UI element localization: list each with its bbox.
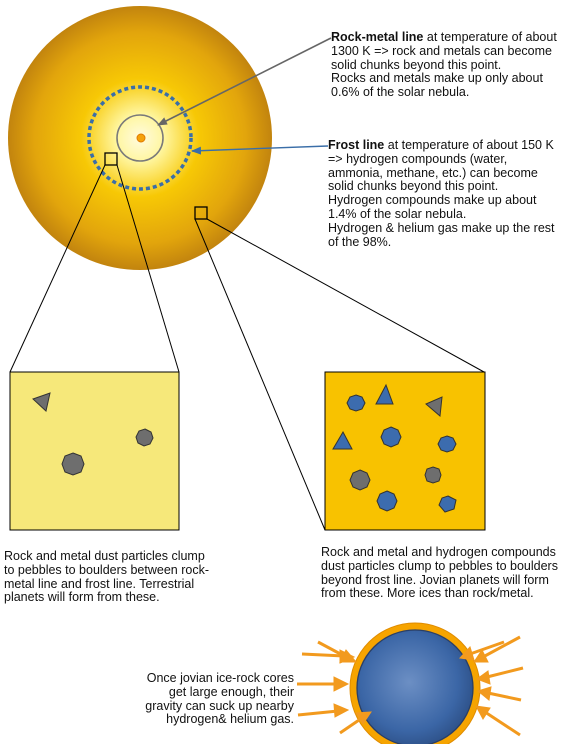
frost-line-heading: Frost line xyxy=(328,138,385,152)
inner-zoom-line xyxy=(9,164,106,373)
gas-arrow-icon xyxy=(473,635,521,663)
sun xyxy=(136,133,146,143)
outer-sample-square xyxy=(194,206,208,220)
terrestrial-zone-caption: Rock and metal dust particles clump to p… xyxy=(4,549,209,605)
frost-line-ring xyxy=(87,85,193,191)
rock-particle xyxy=(425,396,443,417)
outer-zoom-line xyxy=(206,218,485,373)
gas-arrow-icon xyxy=(339,711,372,735)
jovian-zone-caption: Rock and metal and hydrogen compounds du… xyxy=(321,545,558,601)
terrestrial-zone-panel xyxy=(9,371,180,531)
gas-accretion-caption: Once jovian ice-rock cores get large eno… xyxy=(145,671,294,727)
rock-particle xyxy=(61,452,85,476)
ice-particle xyxy=(376,490,398,512)
rock-metal-pointer-arrow xyxy=(157,37,332,126)
gas-arrow-icon xyxy=(458,640,505,661)
rock-metal-line-note: Rock-metal line at temperature of about … xyxy=(331,30,561,100)
gas-arrows xyxy=(297,635,524,737)
gas-arrow-icon xyxy=(476,686,522,702)
frost-line-note: Frost line at temperature of about 150 K… xyxy=(328,138,561,249)
ice-particle xyxy=(346,394,366,412)
rock-particle xyxy=(349,469,371,491)
inner-zoom-line xyxy=(116,164,180,373)
outer-zoom-line xyxy=(194,218,326,531)
ice-particle xyxy=(375,383,394,405)
gas-arrow-icon xyxy=(297,703,350,718)
rock-metal-line-ring xyxy=(116,114,164,162)
rock-metal-line-text: at temperature of about 1300 K => rock a… xyxy=(331,30,557,100)
rock-metal-line-heading: Rock-metal line xyxy=(331,30,424,44)
jovian-ice-rock-core xyxy=(356,629,474,744)
rock-particle xyxy=(32,392,51,412)
gas-arrow-icon xyxy=(297,676,350,692)
ice-particle xyxy=(437,435,457,453)
gas-arrow-icon xyxy=(475,705,521,737)
ice-particle xyxy=(438,495,457,513)
ice-particle xyxy=(380,426,402,448)
rock-particle xyxy=(424,466,442,484)
frost-line-pointer-arrow xyxy=(191,145,329,155)
ice-particle xyxy=(332,430,353,450)
frost-line-text: at temperature of about 150 K => hydroge… xyxy=(328,138,555,249)
gas-arrow-icon xyxy=(475,666,524,685)
inner-sample-square xyxy=(104,152,118,166)
gas-arrow-icon xyxy=(317,640,358,663)
rock-particle xyxy=(135,428,154,447)
jovian-zone-panel xyxy=(324,371,486,531)
